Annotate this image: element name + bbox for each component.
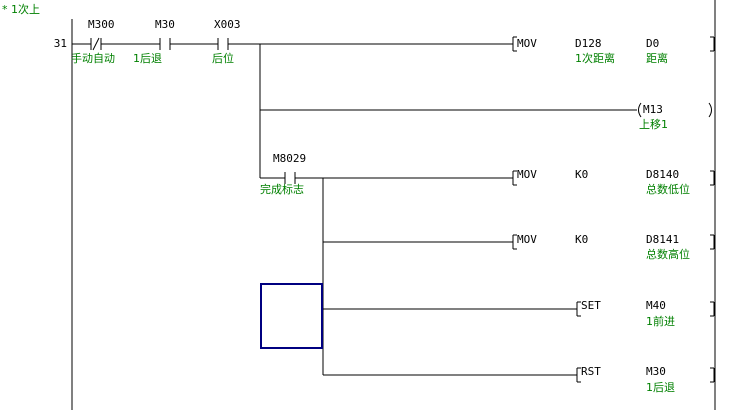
destination-comment: 1后退 (646, 381, 675, 394)
instruction-set-m40[interactable]: SET M40 1前进 (576, 299, 715, 328)
instruction-opcode: MOV (517, 37, 537, 50)
instruction-opcode: MOV (517, 233, 537, 246)
contact-x003-no[interactable]: X003 后位 (212, 18, 241, 65)
destination-comment: 距离 (646, 51, 668, 65)
contact-m8029-no[interactable]: M8029 完成标志 (260, 152, 306, 196)
instruction-mov-k0-d8141[interactable]: MOV K0 D8141 总数高位 (512, 233, 715, 261)
destination-comment: 总数低位 (646, 182, 690, 196)
contact-device-label: M8029 (273, 152, 306, 165)
instruction-destination: D8140 (646, 168, 679, 181)
instruction-opcode: MOV (517, 168, 537, 181)
contact-comment: 1后退 (133, 52, 162, 65)
contact-m30-no[interactable]: M30 1后退 (133, 18, 175, 65)
instruction-destination: M30 (646, 365, 666, 378)
instruction-mov-k0-d8140[interactable]: MOV K0 D8140 总数低位 (512, 168, 715, 196)
contact-m300-nc[interactable]: M300 手动自动 (71, 18, 115, 65)
instruction-mov-d128-d0[interactable]: MOV D128 1次距离 D0 距离 (512, 36, 715, 65)
contact-comment: 完成标志 (260, 182, 304, 196)
contact-comment: 手动自动 (71, 51, 115, 65)
instruction-source: K0 (575, 233, 588, 246)
contact-comment: 后位 (212, 51, 234, 65)
coil-m13[interactable]: M13 上移1 (638, 102, 712, 131)
destination-comment: 1前进 (646, 314, 675, 328)
instruction-source: D128 (575, 37, 602, 50)
instruction-source: K0 (575, 168, 588, 181)
instruction-destination: D0 (646, 37, 659, 50)
contact-device-label: M300 (88, 18, 115, 31)
coil-comment: 上移1 (639, 118, 668, 131)
instruction-destination: D8141 (646, 233, 679, 246)
block-comment: * 1次上 (2, 2, 40, 16)
editor-cursor[interactable] (260, 283, 323, 349)
instruction-destination: M40 (646, 299, 666, 312)
rung-wires (72, 43, 637, 376)
contact-device-label: X003 (214, 18, 241, 31)
step-number: 31 (54, 37, 67, 50)
source-comment: 1次距离 (575, 51, 615, 65)
instruction-opcode: RST (581, 365, 601, 378)
contact-device-label: M30 (155, 18, 175, 31)
coil-device-label: M13 (643, 103, 663, 116)
instruction-rst-m30[interactable]: RST M30 1后退 (576, 365, 715, 394)
instruction-opcode: SET (581, 299, 601, 312)
destination-comment: 总数高位 (646, 247, 690, 261)
